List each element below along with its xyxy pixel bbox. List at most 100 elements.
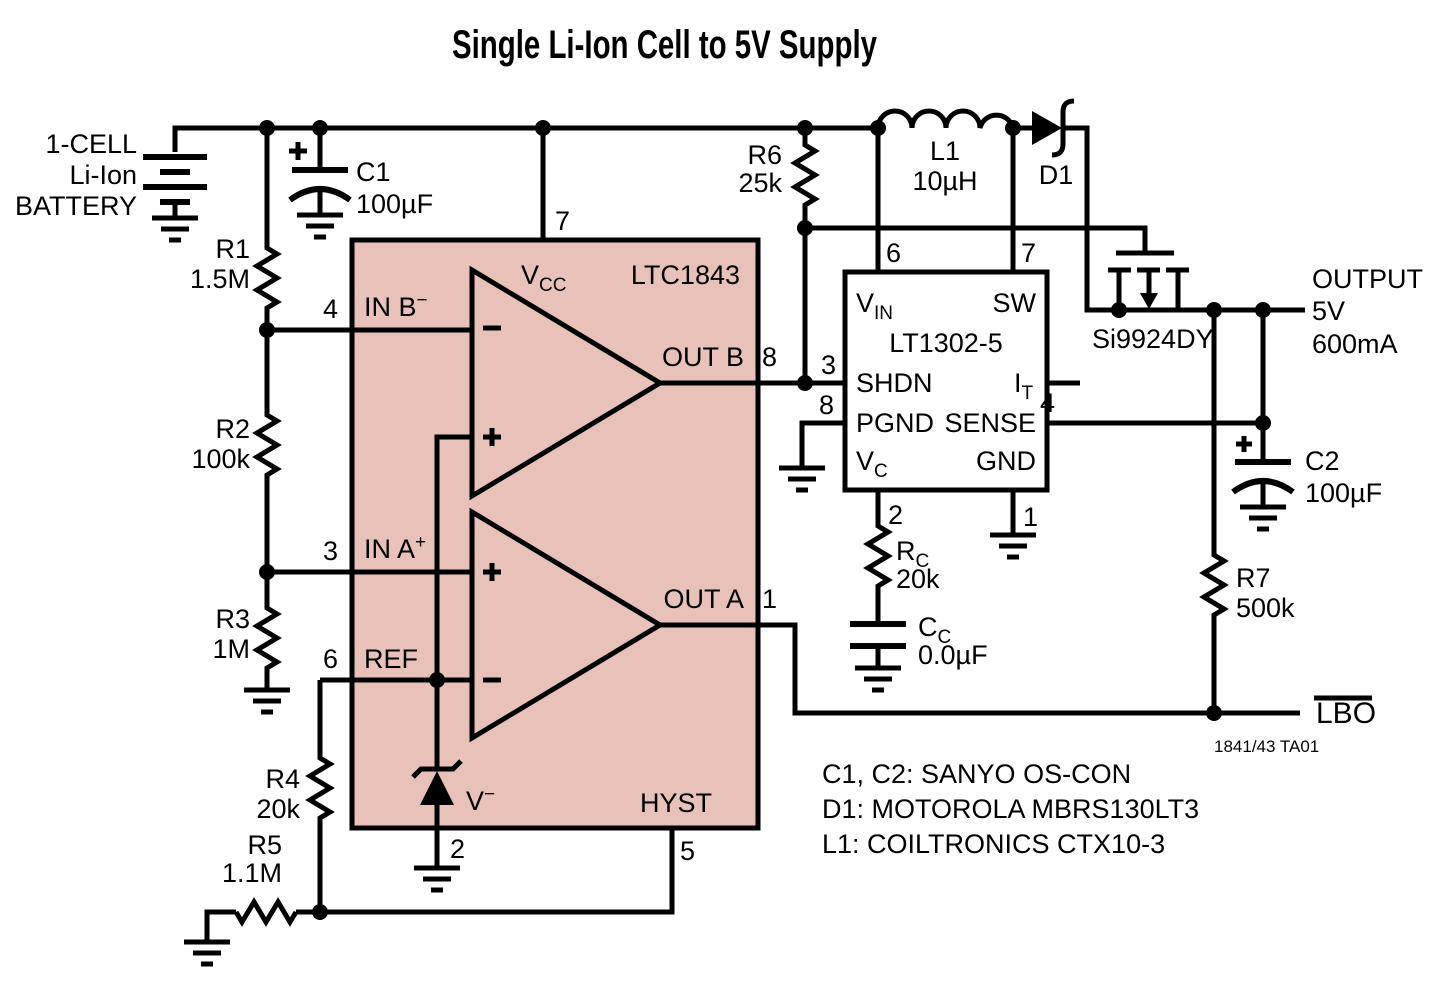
junction-dot: [1005, 120, 1021, 136]
junction-dot: [870, 120, 886, 136]
plus-input-mark: [483, 563, 501, 581]
lt1302-block: [842, 269, 1050, 493]
compb-plus-ref-wire: [434, 434, 472, 769]
resistor-zigzag: [305, 680, 335, 912]
junction-dots: [259, 120, 1271, 920]
junction-dot: [535, 120, 551, 136]
ground-symbol: [1240, 504, 1286, 532]
diode-d1: D1: [1032, 98, 1075, 190]
diode-anode-triangle: [1032, 111, 1062, 145]
schematic-title: Single Li-Ion Cell to 5V Supply: [452, 23, 878, 67]
pin-number: 4: [1040, 388, 1055, 418]
junction-dot: [797, 220, 813, 236]
outa-lbo-wire: [660, 622, 1300, 716]
junction-dot: [259, 564, 275, 580]
figure-id: 1841/43 TA01: [1214, 737, 1319, 756]
junction-dot: [797, 120, 813, 136]
ground-symbol: [855, 665, 901, 693]
mosfet-part-label: Si9924DY: [1092, 324, 1214, 354]
gate-wire: [805, 225, 1148, 253]
resistor-r1: R1 1.5M: [190, 128, 282, 330]
inductor-l1: L1 10µH: [875, 108, 1016, 196]
junction-dot: [312, 904, 328, 920]
ground-symbol: [184, 939, 230, 967]
junction-dot: [259, 322, 275, 338]
junction-dot: [1206, 705, 1222, 721]
ground-symbol: [297, 212, 343, 240]
gnd-pin-label: GND: [976, 446, 1036, 476]
resistor-r5: R5 1.1M: [184, 830, 299, 967]
ground-symbol: [990, 532, 1036, 560]
pin-number: 3: [323, 536, 338, 566]
ground-symbol: [152, 215, 198, 243]
pin-number: 7: [555, 206, 570, 236]
shdn-pin-label: SHDN: [856, 368, 933, 398]
component-value: 100µF: [1305, 478, 1382, 508]
top-rail-wire: [172, 125, 878, 152]
ground-symbol: [779, 465, 825, 493]
pin-number: 6: [886, 238, 901, 268]
battery-plates: [143, 154, 207, 205]
component-ref: C2: [1305, 446, 1340, 476]
junction-dot: [1206, 302, 1222, 318]
notes-block: C1, C2: SANYO OS-CON D1: MOTOROLA MBRS13…: [822, 759, 1199, 859]
sense-pin-label: SENSE: [944, 408, 1036, 438]
junction-dot: [1255, 415, 1271, 431]
junction-dot: [312, 120, 328, 136]
component-value: 100µF: [356, 189, 433, 219]
d1-to-output-wire: [1063, 125, 1305, 313]
ground-symbol: [414, 865, 460, 893]
component-ref: C1: [356, 157, 391, 187]
component-value: 500k: [1236, 593, 1295, 623]
component-ref: R4: [265, 764, 300, 794]
junction-dot: [259, 120, 275, 136]
pin-number: 3: [821, 350, 836, 380]
pin-number: 5: [680, 836, 695, 866]
pin-number: 2: [450, 834, 465, 864]
capacitor-c1: C1 100µF: [288, 142, 433, 240]
vcc-label: VCC: [521, 260, 566, 296]
junction-dot: [1111, 302, 1127, 318]
component-value: 1.1M: [222, 858, 282, 888]
resistor-zigzag: [1199, 310, 1229, 713]
resistor-r7: R7 500k: [1199, 310, 1295, 713]
component-ref: R6: [747, 140, 782, 170]
junction-dot: [797, 375, 813, 391]
vminus-pin-label: V−: [466, 784, 495, 816]
component-ref: RC: [896, 536, 929, 572]
pgnd-pin-label: PGND: [856, 408, 934, 438]
zener-cathode-bar: [411, 759, 463, 779]
resistor-zigzag: [233, 897, 299, 927]
output-terminal: OUTPUT 5V 600mA: [1312, 264, 1423, 359]
component-value: 20k: [896, 564, 940, 594]
resistor-zigzag: [252, 330, 282, 572]
lt1302-labels: VIN SW LT1302-5 SHDN IT PGND SENSE VC GN…: [779, 238, 1055, 560]
pin-number: 6: [323, 644, 338, 674]
comparator-a-triangle: [469, 507, 665, 743]
hyst-wire: [320, 828, 675, 915]
component-ref: D1: [1039, 160, 1074, 190]
comparator-b-triangle: [469, 265, 665, 501]
schottky-cathode-bar: [1051, 98, 1075, 158]
ina-pin-label: IN A+: [364, 532, 426, 564]
component-value: 0.0µF: [918, 640, 988, 670]
junction-dot: [1255, 302, 1271, 318]
lbo-terminal: LBO: [1314, 695, 1376, 730]
capacitor-cc: CC 0.0µF: [850, 612, 988, 693]
battery-label-2: Li-Ion: [69, 160, 137, 190]
ltc1843-block: [349, 237, 761, 831]
ref-pin-label: REF: [364, 644, 418, 674]
plus-polarity-mark: [289, 142, 307, 160]
output-label-1: OUTPUT: [1312, 264, 1423, 294]
lt1302-body: [842, 269, 1050, 493]
pin-number: 1: [1023, 502, 1038, 532]
outa-pin-label: OUT A: [663, 584, 744, 614]
resistor-r4: R4 20k: [256, 680, 335, 912]
lbo-label: LBO: [1316, 697, 1376, 730]
wires: [172, 125, 1305, 942]
resistor-r3: R3 1M: [212, 572, 290, 715]
resistor-zigzag: [790, 128, 820, 228]
component-ref: R1: [215, 234, 250, 264]
zener-anode-triangle: [420, 771, 454, 805]
note-line: L1: COILTRONICS CTX10-3: [822, 829, 1165, 859]
